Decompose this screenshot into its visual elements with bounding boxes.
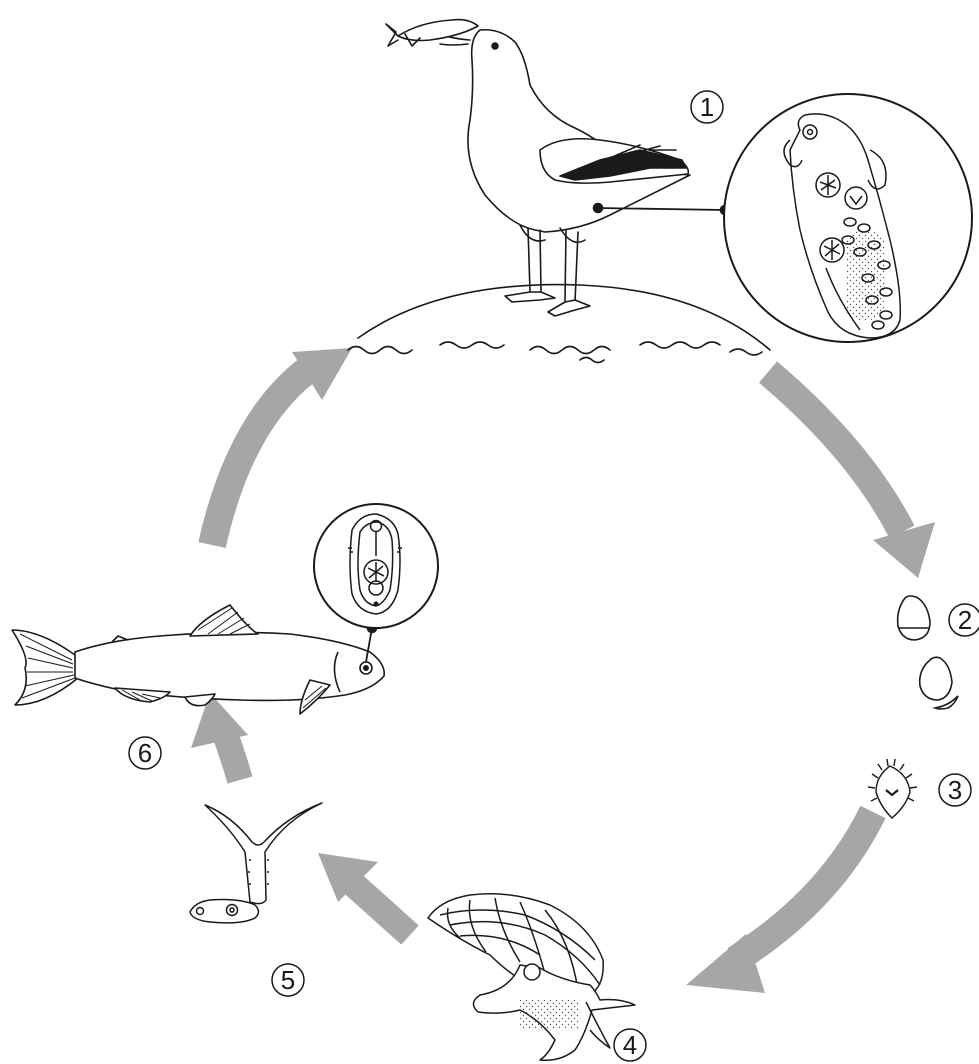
step-badge-2: 2 [949,604,979,636]
step-badge-4: 4 [614,1029,646,1061]
svg-text:4: 4 [623,1030,637,1060]
miracidium-stage [868,759,917,818]
metacercaria-zoom [314,504,438,628]
gull-body [468,30,690,232]
cercaria-stage [190,803,322,923]
svg-text:1: 1 [700,92,714,122]
arrow-gull-to-eggs [768,372,935,578]
step-badge-5: 5 [272,964,304,996]
fish-stage [12,605,384,714]
fish-tail [12,630,78,705]
adult-fluke-zoom [724,94,972,342]
svg-text:3: 3 [948,775,962,805]
egg [898,596,930,640]
cercaria-forked-tail [205,803,322,904]
arrow-fish-to-gull [212,348,352,545]
snail-stage [428,894,635,1061]
arrow-snail-to-cercaria [318,853,410,935]
arrow-miracidium-to-snail [686,812,873,993]
step-badge-6: 6 [129,737,161,769]
step-badge-1: 1 [691,91,723,123]
svg-text:5: 5 [281,965,295,995]
eggs-stage [898,596,958,709]
svg-text:2: 2 [958,605,972,635]
step-badge-3: 3 [939,774,971,806]
svg-text:6: 6 [138,738,152,768]
prey-fish [386,20,478,46]
rock-mound [358,285,770,350]
hatched-egg [920,657,952,700]
miracidium [876,766,910,818]
gull-stage [348,20,770,363]
fish-dorsal-fin [190,605,258,636]
